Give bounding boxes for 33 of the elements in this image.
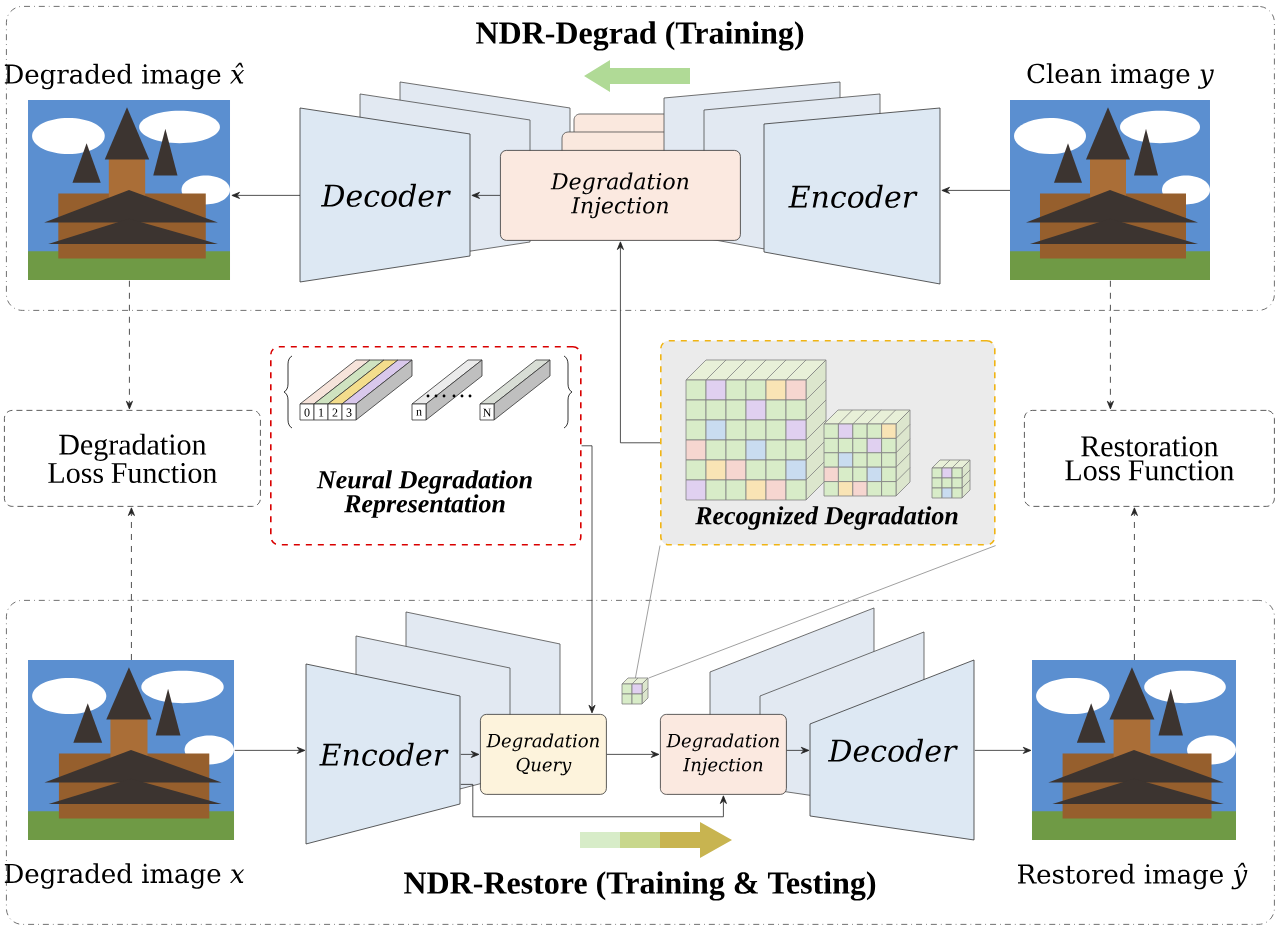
arrow <box>460 784 727 818</box>
arrow <box>581 445 596 714</box>
panel-title: NDR-Degrad (Training) <box>473 19 807 53</box>
network-block: Decoder <box>299 107 471 283</box>
zoom-line <box>635 545 661 679</box>
arrow <box>460 750 480 758</box>
arrow <box>125 280 133 410</box>
arrow <box>616 241 661 444</box>
panel-title: NDR-Restore (Training & Testing) <box>401 869 879 903</box>
arrow <box>127 507 135 661</box>
loss-box: Restoration Loss Function <box>1024 410 1275 507</box>
arrow <box>786 746 810 754</box>
image-caption: Restored image ŷ <box>1018 862 1248 890</box>
module-box: Degradation Query <box>480 714 607 795</box>
arrow <box>471 191 501 199</box>
arrow <box>606 750 660 758</box>
image-caption: Degraded image x <box>4 863 245 889</box>
loss-box: Degradation Loss Function <box>4 410 261 507</box>
arrow <box>941 186 1011 194</box>
zoom-line <box>648 545 996 679</box>
arrow <box>231 191 301 199</box>
arrow <box>974 746 1032 754</box>
arrow <box>234 746 306 754</box>
arrow <box>1130 507 1138 661</box>
arrow <box>1106 280 1114 410</box>
image-caption: Degraded image x̂ <box>4 62 245 90</box>
image-caption: Clean image y <box>1027 63 1214 89</box>
network-block: Encoder <box>763 107 941 285</box>
feature-cube-icon <box>621 677 649 705</box>
network-block: Encoder <box>305 663 461 845</box>
module-box: Degradation Injection <box>660 714 787 795</box>
network-block: Decoder <box>809 659 975 841</box>
module-box: Degradation Injection <box>500 150 741 241</box>
